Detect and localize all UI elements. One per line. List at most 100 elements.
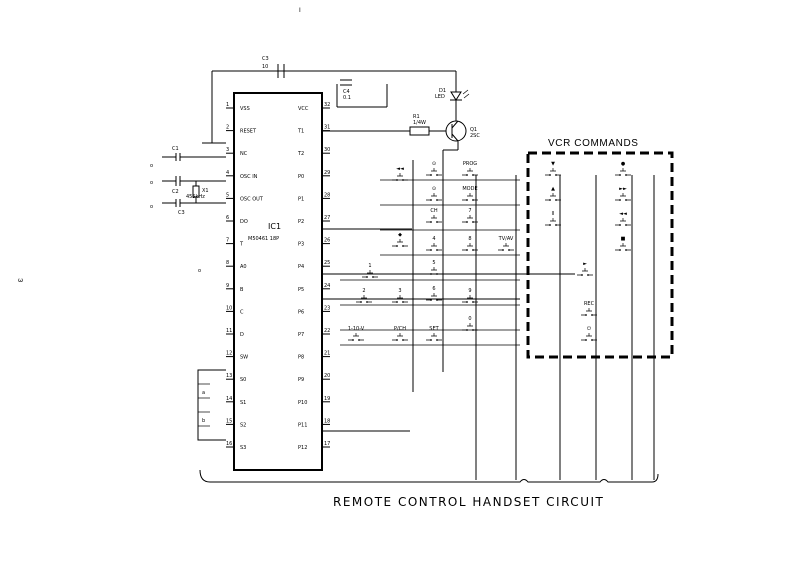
key-label: CH: [430, 208, 437, 214]
ic1-pin-label-left: S3: [240, 445, 246, 451]
ic1-pin-number: 22: [324, 328, 330, 334]
svg-text:o: o: [150, 180, 153, 186]
ic1-pin-label-right: P1: [298, 196, 304, 202]
ic1-pin-label-right: T1: [297, 129, 304, 135]
key-k11: 5: [426, 260, 442, 275]
key-v8: ►: [577, 261, 593, 276]
key-matrix: [199, 150, 659, 483]
key-label: 7: [468, 208, 471, 214]
ic1-pin-number: 2: [226, 125, 229, 131]
key-k10: 4: [426, 236, 442, 251]
ic1-pin-label-left: OSC IN: [240, 174, 258, 180]
key-label: TV/AV: [498, 236, 514, 242]
key-label: 2: [362, 288, 365, 294]
ic1-pin-label-left: T: [239, 242, 244, 248]
ic1-pin-number: 13: [226, 373, 232, 379]
ic1-pin-number: 8: [226, 260, 229, 266]
key-label: ⊙: [432, 161, 436, 167]
key-label: 4: [432, 236, 435, 242]
ic1-pin-label-right: P10: [298, 400, 307, 406]
ic1-pin-label-left: SW: [240, 355, 248, 361]
key-v2: ▲: [545, 186, 561, 201]
transistor-label: Q1: [470, 127, 477, 133]
key-label: ⊙: [432, 186, 436, 192]
key-label: REC: [584, 301, 595, 307]
key-v7: ■: [615, 236, 631, 251]
ic1-pin-number: 30: [324, 147, 330, 153]
ic1-pin-label-right: VCC: [298, 106, 309, 112]
key-label: ●: [621, 161, 626, 167]
ic1-pin-number: 20: [324, 373, 330, 379]
key-label: ►: [583, 261, 587, 267]
side-marker: ω: [18, 277, 23, 284]
ic1-pin-number: 6: [226, 215, 229, 221]
key-label: ◄◄: [396, 166, 404, 172]
key-k13: PROG: [462, 161, 478, 176]
key-v1: ▼: [545, 161, 561, 176]
ic1-pin-label-left: A0: [240, 264, 247, 270]
ic1-pin-label-left: S1: [240, 400, 246, 406]
key-v3: II: [545, 211, 561, 226]
ic1-pin-number: 17: [324, 441, 330, 447]
ic1-pin-label-right: P11: [298, 422, 307, 428]
key-label: PROG: [463, 161, 477, 167]
ic1-pin-number: 4: [226, 170, 229, 176]
svg-text:b: b: [202, 418, 205, 424]
ic1-pin-label-right: P7: [298, 332, 304, 338]
ic1-pin-label-left: OSC OUT: [240, 196, 264, 202]
ic1-pin-number: 19: [324, 396, 330, 402]
key-k20: SET: [426, 326, 442, 341]
ic1-pin-number: 11: [226, 328, 232, 334]
key-k12: 6: [426, 286, 442, 301]
ic1-pin-label-right: P12: [298, 445, 307, 451]
ic1-pin-label-right: T2: [297, 151, 304, 157]
key-label: P/CH: [394, 326, 406, 332]
power-wiring: C3 10 C4 0.1: [202, 56, 457, 144]
key-label: ▼: [551, 161, 555, 167]
vcr-commands-title: VCR COMMANDS: [548, 138, 639, 149]
ic1-pin-number: 3: [226, 147, 229, 153]
crystal-sub: 455kHz: [186, 194, 205, 200]
svg-text:C1: C1: [172, 146, 179, 152]
ic1-pin-number: 21: [324, 351, 330, 357]
svg-text:C2: C2: [172, 189, 179, 195]
key-k4: 2: [356, 288, 372, 303]
key-k16: 8: [462, 236, 478, 251]
transistor-q1: Q1 2SC: [443, 113, 480, 151]
resistor-r1: R1 1/4W: [323, 114, 446, 136]
key-label: 6: [432, 286, 435, 292]
key-k1: ◄◄: [392, 166, 408, 181]
ic1-pin-label-right: P4: [298, 264, 304, 270]
transistor-sub: 2SC: [470, 133, 480, 139]
key-label: II: [552, 211, 555, 217]
key-k3: 1: [362, 263, 378, 278]
ic1-pin-label-left: C: [240, 309, 244, 315]
key-k8: ⊙: [426, 186, 442, 201]
crystal-label: X1: [202, 188, 209, 194]
ic1-pin-number: 10: [226, 305, 232, 311]
vcr-commands-box: [526, 151, 674, 359]
key-label: 9: [468, 288, 471, 294]
key-label: ◄◄: [619, 211, 627, 217]
ic1-pin-label-left: NC: [240, 151, 248, 157]
ic1-pin-label-left: S0: [240, 377, 246, 383]
ic1-pin-label-left: DO: [240, 219, 248, 225]
svg-text:a: a: [202, 390, 205, 396]
key-label: MODE: [462, 186, 477, 192]
ic1-pin-number: 26: [324, 238, 330, 244]
key-k9: CH: [426, 208, 442, 223]
led-sub: LED: [435, 94, 445, 100]
key-label: 5: [432, 260, 435, 266]
ic1-pin-number: 27: [324, 215, 330, 221]
ic1-pin-label-left: RESET: [240, 129, 257, 135]
svg-text:C4: C4: [343, 89, 350, 95]
svg-text:C3: C3: [178, 210, 185, 216]
ic1-pin-number: 24: [324, 283, 330, 289]
key-k18: 0: [462, 316, 478, 331]
ic1-part: M50461 18P: [248, 236, 279, 242]
mode-switches: a b: [197, 369, 226, 441]
ic1-pin-number: 15: [226, 418, 232, 424]
key-label: ▲: [551, 186, 555, 192]
